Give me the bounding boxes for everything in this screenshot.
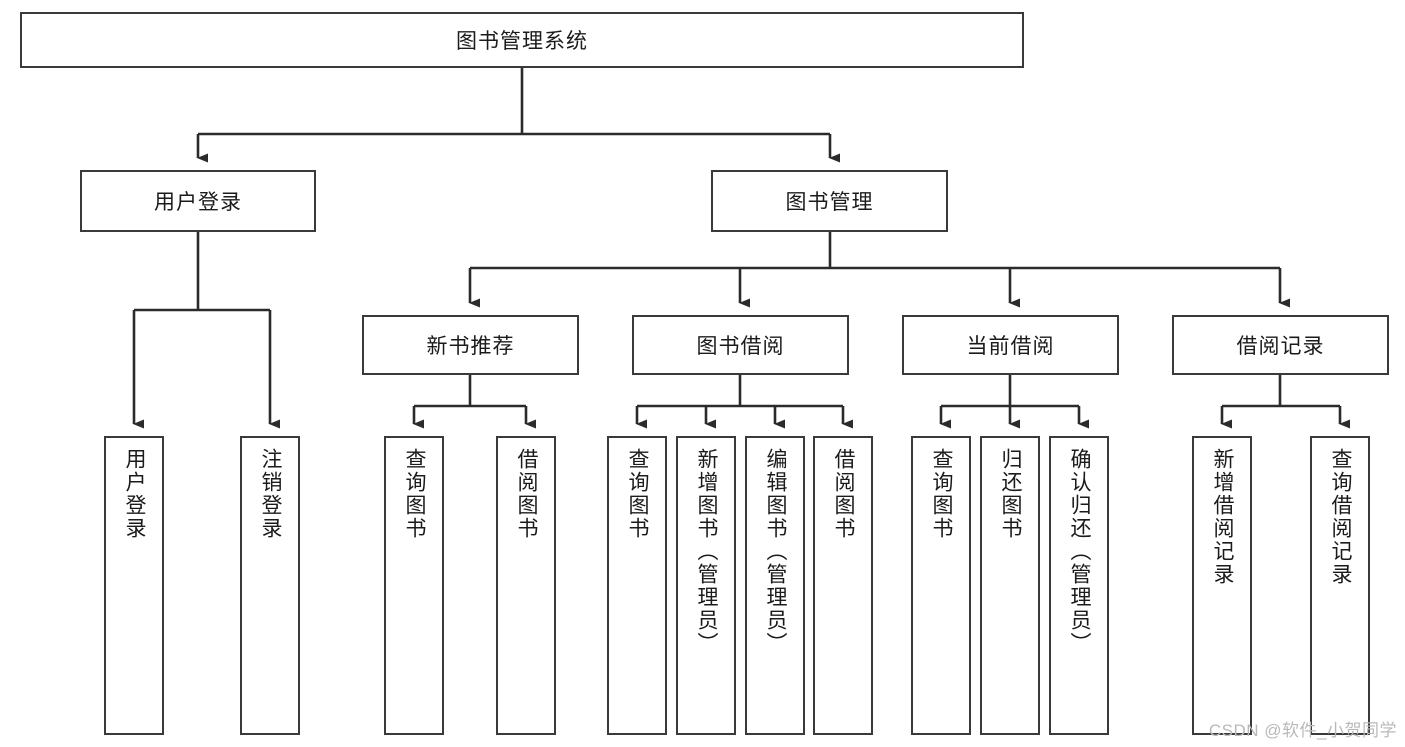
- leaf-add-book-admin-label: 新增图书（管理员）: [695, 448, 719, 655]
- leaf-borrow-book-new-label: 借阅图书: [515, 448, 539, 540]
- node-current-borrow[interactable]: 当前借阅: [902, 315, 1119, 375]
- node-new-book-recommend[interactable]: 新书推荐: [362, 315, 579, 375]
- node-book-management[interactable]: 图书管理: [711, 170, 948, 232]
- node-borrow-records[interactable]: 借阅记录: [1172, 315, 1389, 375]
- leaf-query-book-borrow-label: 查询图书: [626, 448, 650, 540]
- leaf-query-borrow-record[interactable]: 查询借阅记录: [1310, 436, 1370, 735]
- leaf-confirm-return-admin-label: 确认归还（管理员）: [1068, 448, 1092, 655]
- leaf-edit-book-admin-label: 编辑图书（管理员）: [764, 448, 788, 655]
- leaf-add-borrow-record-label: 新增借阅记录: [1211, 448, 1235, 586]
- node-book-borrow[interactable]: 图书借阅: [632, 315, 849, 375]
- leaf-edit-book-admin[interactable]: 编辑图书（管理员）: [745, 436, 805, 735]
- leaf-query-book-current[interactable]: 查询图书: [911, 436, 971, 735]
- leaf-borrow-book-label: 借阅图书: [832, 448, 856, 540]
- node-new-book-recommend-label: 新书推荐: [426, 335, 515, 358]
- leaf-user-login-label: 用户登录: [123, 448, 147, 540]
- node-user-login-label: 用户登录: [154, 191, 242, 214]
- leaf-query-book-new[interactable]: 查询图书: [384, 436, 444, 735]
- leaf-query-book-borrow[interactable]: 查询图书: [607, 436, 667, 735]
- csdn-watermark: CSDN @软件_小贺同学: [1208, 721, 1397, 740]
- leaf-add-book-admin[interactable]: 新增图书（管理员）: [676, 436, 736, 735]
- leaf-user-login[interactable]: 用户登录: [104, 436, 164, 735]
- leaf-logout[interactable]: 注销登录: [240, 436, 300, 735]
- node-current-borrow-label: 当前借阅: [966, 335, 1055, 358]
- leaf-return-book[interactable]: 归还图书: [980, 436, 1040, 735]
- leaf-query-book-current-label: 查询图书: [930, 448, 954, 540]
- leaf-return-book-label: 归还图书: [999, 448, 1023, 540]
- leaf-confirm-return-admin[interactable]: 确认归还（管理员）: [1049, 436, 1109, 735]
- leaf-query-borrow-record-label: 查询借阅记录: [1329, 448, 1353, 586]
- leaf-borrow-book[interactable]: 借阅图书: [813, 436, 873, 735]
- leaf-borrow-book-new[interactable]: 借阅图书: [496, 436, 556, 735]
- node-book-management-label: 图书管理: [785, 191, 874, 214]
- node-borrow-records-label: 借阅记录: [1236, 335, 1325, 358]
- leaf-add-borrow-record[interactable]: 新增借阅记录: [1192, 436, 1252, 735]
- node-root-label: 图书管理系统: [456, 30, 588, 53]
- node-user-login[interactable]: 用户登录: [80, 170, 316, 232]
- leaf-query-book-new-label: 查询图书: [403, 448, 427, 540]
- leaf-logout-label: 注销登录: [259, 448, 283, 540]
- node-book-borrow-label: 图书借阅: [696, 335, 785, 358]
- node-root[interactable]: 图书管理系统: [20, 12, 1024, 68]
